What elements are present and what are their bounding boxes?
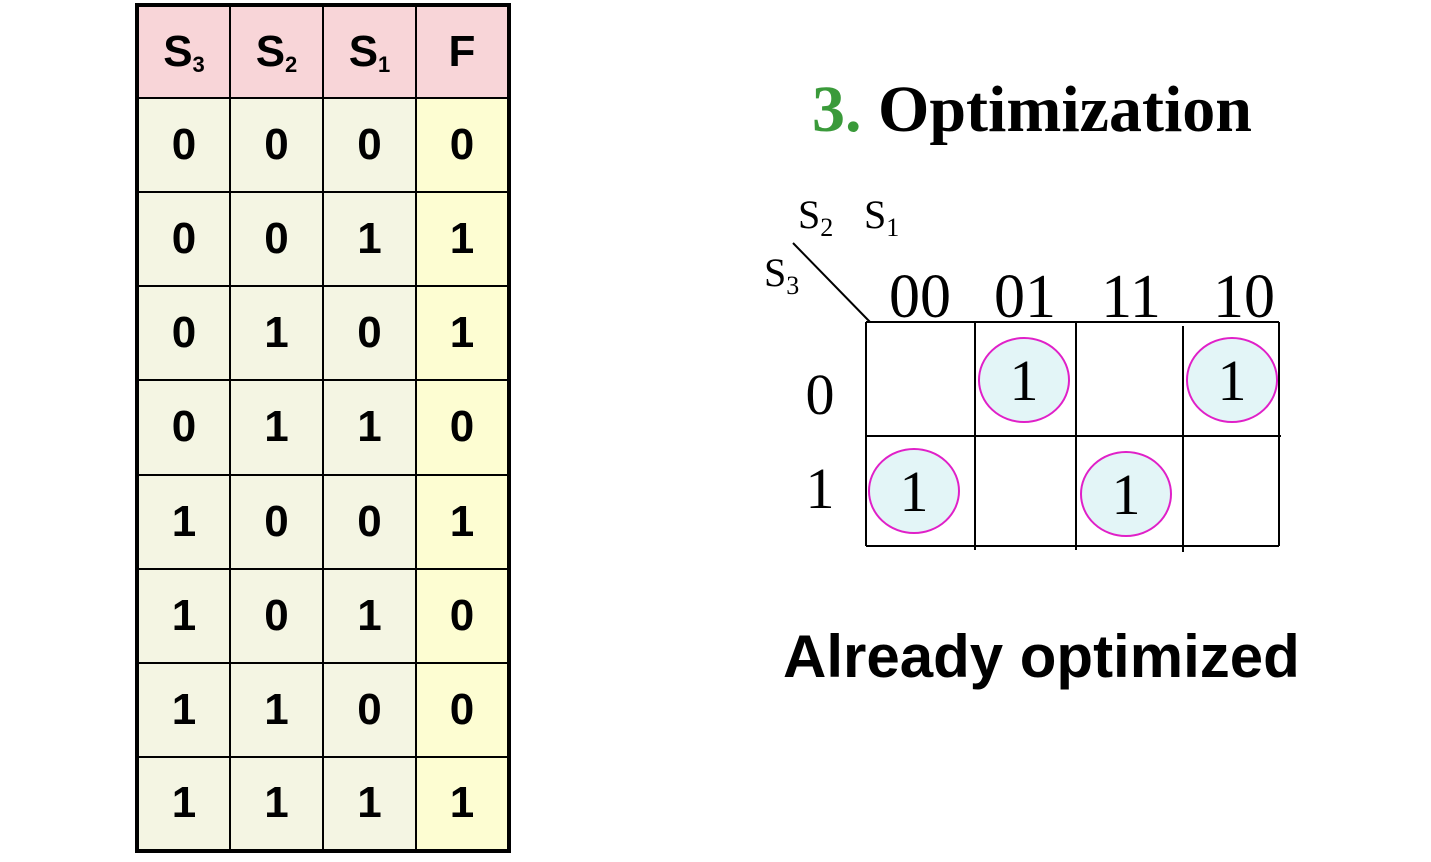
kmap-cells: 1 1 1 1 bbox=[868, 337, 1278, 537]
truth-table-output-cell: 1 bbox=[415, 755, 510, 853]
truth-table-input-cell: 1 bbox=[229, 755, 324, 853]
truth-table-output-cell: 0 bbox=[415, 567, 510, 664]
kmap-group-circle bbox=[868, 448, 960, 534]
truth-table-input-cell: 0 bbox=[136, 96, 231, 194]
kmap-row-label: 0 bbox=[806, 362, 835, 427]
result-text: Already optimized bbox=[783, 623, 1300, 690]
truth-table-input-cell: 0 bbox=[229, 96, 324, 194]
kmap-cell-value: 1 bbox=[1010, 348, 1039, 413]
kmap-col-label: 10 bbox=[1213, 263, 1275, 331]
truth-table-input-cell: 0 bbox=[136, 285, 231, 382]
truth-table-input-cell: 0 bbox=[322, 285, 417, 382]
kmap-cell-value: 1 bbox=[1218, 348, 1247, 413]
kmap-diagonal bbox=[792, 242, 871, 323]
kmap-group-circle bbox=[1186, 337, 1278, 423]
kmap-var-s2: S2 bbox=[798, 192, 833, 242]
truth-table-input-cell: 1 bbox=[229, 379, 324, 476]
kmap-cell-value: 1 bbox=[1112, 462, 1141, 527]
truth-table-input-cell: 0 bbox=[136, 191, 231, 288]
truth-table-output-cell: 0 bbox=[415, 379, 510, 476]
section-number: 3. bbox=[812, 73, 862, 146]
section-title-text: Optimization bbox=[878, 73, 1252, 146]
kmap-var-s1: S1 bbox=[864, 192, 899, 242]
truth-table-output-cell: 1 bbox=[415, 285, 510, 382]
truth-table-input-cell: 0 bbox=[229, 191, 324, 288]
kmap-col-label: 11 bbox=[1101, 263, 1161, 331]
truth-table-input-cell: 0 bbox=[322, 661, 417, 758]
truth-table-header-row: S3 S2 S1 F bbox=[136, 4, 510, 99]
truth-table-input-cell: 1 bbox=[136, 755, 231, 853]
kmap-var-s3: S3 bbox=[764, 250, 799, 300]
truth-table-output-cell: 1 bbox=[415, 191, 510, 288]
header-f: F bbox=[415, 4, 510, 99]
truth-table-input-cell: 1 bbox=[322, 755, 417, 853]
header-s1: S1 bbox=[322, 4, 417, 99]
kmap-column-variables: S2 S1 bbox=[798, 192, 899, 242]
truth-table-input-cell: 0 bbox=[229, 567, 324, 664]
kmap-group-circle bbox=[978, 337, 1070, 423]
truth-table-input-cell: 0 bbox=[322, 473, 417, 570]
truth-table-output-cell: 1 bbox=[415, 473, 510, 570]
section-title: 3. Optimization bbox=[812, 72, 1252, 148]
kmap-column-labels: 00 01 11 10 bbox=[889, 263, 1275, 331]
truth-table-input-cell: 1 bbox=[229, 285, 324, 382]
kmap-col-label: 00 bbox=[889, 263, 951, 331]
truth-table-input-cell: 1 bbox=[136, 661, 231, 758]
kmap-row-label: 1 bbox=[806, 456, 835, 521]
truth-table-input-cell: 0 bbox=[136, 379, 231, 476]
truth-table-output-cell: 0 bbox=[415, 661, 510, 758]
kmap-row-labels: 01 bbox=[806, 362, 835, 521]
truth-table-input-cell: 1 bbox=[136, 473, 231, 570]
truth-table-input-cell: 1 bbox=[322, 191, 417, 288]
kmap-col-label: 01 bbox=[994, 263, 1056, 331]
header-s3: S3 bbox=[136, 4, 231, 99]
truth-table-output-cell: 0 bbox=[415, 96, 510, 194]
truth-table-input-cell: 1 bbox=[322, 567, 417, 664]
truth-table-input-cell: 1 bbox=[322, 379, 417, 476]
truth-table-input-cell: 1 bbox=[229, 661, 324, 758]
truth-table-input-cell: 1 bbox=[136, 567, 231, 664]
header-s2: S2 bbox=[229, 4, 324, 99]
truth-table-input-cell: 0 bbox=[322, 96, 417, 194]
kmap-grid bbox=[865, 321, 1281, 552]
kmap-cell-value: 1 bbox=[900, 459, 929, 524]
truth-table-input-cell: 0 bbox=[229, 473, 324, 570]
kmap-group-circle bbox=[1080, 451, 1172, 537]
